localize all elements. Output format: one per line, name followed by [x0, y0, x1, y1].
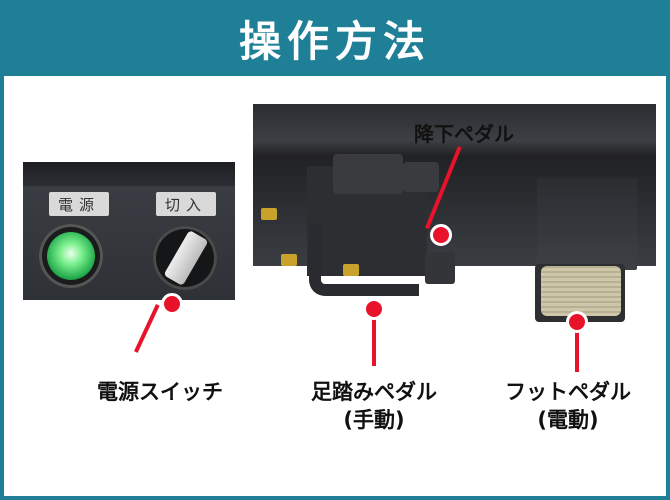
brass-fitting	[261, 208, 277, 220]
manual-pedal-label-line1: 足踏みペダル	[311, 380, 437, 404]
power-switch-label: 電源スイッチ	[97, 380, 223, 404]
lowering-pedal-body[interactable]	[425, 252, 455, 284]
manual-pedal-callout-dot	[363, 298, 385, 320]
power-lamp-icon	[47, 232, 95, 280]
electric-pedal-callout-line	[575, 322, 579, 372]
manual-pedal-label-line2: (手動)	[343, 408, 405, 433]
power-plate: 電源	[49, 192, 109, 216]
manual-pedal-callout-line	[372, 310, 376, 366]
control-panel-photo: 電源 切入	[23, 162, 235, 300]
lowering-pedal-callout-dot	[430, 224, 452, 246]
electric-pedal-label-line2: (電動)	[537, 408, 599, 433]
power-switch-callout-dot	[161, 293, 183, 315]
brass-fitting	[343, 264, 359, 276]
valve-block	[333, 154, 403, 194]
machine-photo	[253, 104, 656, 460]
electric-pedal-label-line1: フットペダル	[505, 380, 631, 404]
manual-pedal-label: 足踏みペダル (手動)	[284, 378, 464, 435]
header-banner: 操作方法	[0, 0, 670, 76]
manual-pedal-lever[interactable]	[309, 224, 419, 296]
electric-pedal-callout-dot	[566, 311, 588, 333]
machine-rail	[253, 104, 656, 156]
switch-plate: 切入	[156, 192, 216, 216]
lowering-pedal-label: 降下ペダル	[414, 122, 514, 146]
panel-top-bar	[23, 162, 235, 186]
foot-pedal-pad[interactable]	[541, 266, 621, 316]
brass-fitting	[281, 254, 297, 266]
page-title: 操作方法	[238, 16, 431, 66]
valve-block-2	[403, 162, 439, 192]
foot-pedal-cover	[537, 178, 637, 270]
electric-pedal-label: フットペダル (電動)	[478, 378, 658, 435]
